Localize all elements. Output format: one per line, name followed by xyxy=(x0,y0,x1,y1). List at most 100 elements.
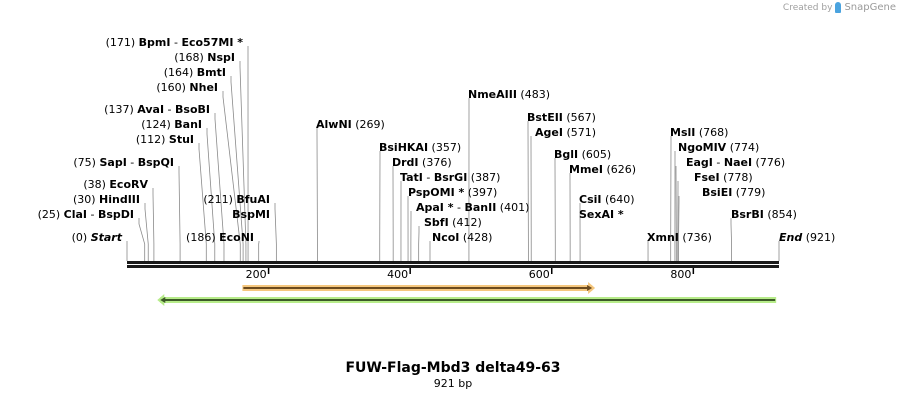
restriction-site[interactable]: EagI - NaeI (776) xyxy=(686,156,785,169)
site-label[interactable]: CsiI (640) xyxy=(579,193,635,206)
restriction-site[interactable]: AlwNI (269) xyxy=(316,118,385,131)
restriction-site[interactable]: (30) HindIII xyxy=(73,193,140,206)
features-layer[interactable] xyxy=(157,282,777,306)
site-label[interactable]: (137) AvaI - BsoBI xyxy=(104,103,210,116)
site-position: (605) xyxy=(578,148,611,161)
restriction-site[interactable]: End (921) xyxy=(779,231,835,244)
site-label[interactable]: SbfI (412) xyxy=(424,216,482,229)
site-label[interactable]: (160) NheI xyxy=(156,81,218,94)
site-label[interactable]: NmeAIII (483) xyxy=(468,88,550,101)
site-label[interactable]: End (921) xyxy=(779,231,835,244)
restriction-site[interactable]: (75) SapI - BspQI xyxy=(73,156,174,169)
enzyme-name: BmtI xyxy=(197,66,226,79)
restriction-site[interactable]: (38) EcoRV xyxy=(83,178,148,191)
restriction-site[interactable]: PspOMI * (397) xyxy=(408,186,497,199)
restriction-site[interactable]: BsiEI (779) xyxy=(702,186,765,199)
restriction-site[interactable]: (164) BmtI xyxy=(164,66,226,79)
site-label[interactable]: FseI (778) xyxy=(694,171,753,184)
map-title: FUW-Flag-Mbd3 delta49-63 xyxy=(345,360,561,376)
site-label[interactable]: (0) Start xyxy=(72,231,123,244)
restriction-site[interactable]: FseI (778) xyxy=(694,171,753,184)
restriction-site[interactable]: BglI (605) xyxy=(554,148,611,161)
site-label-second-line[interactable]: SexAI * xyxy=(579,208,624,221)
site-label[interactable]: (124) BanI xyxy=(141,118,202,131)
enzyme-name: DrdI xyxy=(392,156,419,169)
site-label[interactable]: NgoMIV (774) xyxy=(678,141,759,154)
site-label[interactable]: EagI - NaeI (776) xyxy=(686,156,785,169)
snapgene-branding: Created by SnapGene xyxy=(783,2,896,13)
restriction-site[interactable]: BstEII (567) xyxy=(527,111,596,124)
restriction-site[interactable]: XmnI (736) xyxy=(647,231,712,244)
green-feature[interactable] xyxy=(157,294,777,306)
restriction-site[interactable]: BsiHKAI (357) xyxy=(379,141,461,154)
site-label[interactable]: XmnI (736) xyxy=(647,231,712,244)
enzyme-name: SbfI xyxy=(424,216,449,229)
restriction-site[interactable]: (171) BpmI - Eco57MI * xyxy=(106,36,244,49)
site-connector xyxy=(152,188,155,261)
site-label[interactable]: MslI (768) xyxy=(670,126,728,139)
site-labels[interactable]: (171) BpmI - Eco57MI * (168) NspI (164) Bm… xyxy=(38,36,836,244)
site-label[interactable]: (25) ClaI - BspDI xyxy=(38,208,134,221)
site-position: (124) xyxy=(141,118,174,131)
site-label[interactable]: (186) EcoNI xyxy=(186,231,254,244)
site-label[interactable]: (171) BpmI - Eco57MI * xyxy=(106,36,244,49)
site-label[interactable]: (30) HindIII xyxy=(73,193,140,206)
restriction-site[interactable]: BsrBI (854) xyxy=(731,208,797,221)
site-label[interactable]: DrdI (376) xyxy=(392,156,452,169)
site-label[interactable]: (112) StuI xyxy=(136,133,194,146)
site-label[interactable]: TatI - BsrGI (387) xyxy=(400,171,500,184)
site-label[interactable]: BglI (605) xyxy=(554,148,611,161)
restriction-site[interactable]: NgoMIV (774) xyxy=(678,141,759,154)
restriction-site[interactable]: (25) ClaI - BspDI xyxy=(38,208,134,221)
site-label[interactable]: PspOMI * (397) xyxy=(408,186,497,199)
site-label-second-line[interactable]: BspMI xyxy=(232,208,270,221)
restriction-site[interactable]: (186) EcoNI xyxy=(186,231,254,244)
restriction-site[interactable]: DrdI (376) xyxy=(392,156,452,169)
restriction-site[interactable]: MmeI (626) xyxy=(569,163,636,176)
site-label[interactable]: NcoI (428) xyxy=(432,231,492,244)
enzyme-name: TatI xyxy=(400,171,423,184)
sequence-backbone[interactable] xyxy=(127,261,779,268)
restriction-site[interactable]: SbfI (412) xyxy=(424,216,482,229)
restriction-site[interactable]: (112) StuI xyxy=(136,133,194,146)
restriction-site[interactable]: NmeAIII (483) xyxy=(468,88,550,101)
restriction-site[interactable]: (137) AvaI - BsoBI xyxy=(104,103,210,116)
backbone-top-strand[interactable] xyxy=(127,261,779,264)
site-position: (401) xyxy=(496,201,529,214)
site-label[interactable]: ApaI * - BanII (401) xyxy=(416,201,529,214)
enzyme-name: NmeAIII xyxy=(468,88,517,101)
site-label[interactable]: BsrBI (854) xyxy=(731,208,797,221)
site-label[interactable]: AlwNI (269) xyxy=(316,118,385,131)
restriction-site[interactable]: TatI - BsrGI (387) xyxy=(400,171,500,184)
site-position: (768) xyxy=(695,126,728,139)
site-label[interactable]: BstEII (567) xyxy=(527,111,596,124)
restriction-site[interactable]: (0) Start xyxy=(72,231,123,244)
restriction-site[interactable]: CsiI (640) SexAI * xyxy=(579,193,635,221)
site-label[interactable]: (211) BfuAI xyxy=(203,193,270,206)
enzyme-name: BsrBI xyxy=(731,208,764,221)
site-label[interactable]: (38) EcoRV xyxy=(83,178,148,191)
restriction-site[interactable]: MslI (768) xyxy=(670,126,728,139)
site-label[interactable]: BsiHKAI (357) xyxy=(379,141,461,154)
restriction-site[interactable]: (168) NspI xyxy=(174,51,235,64)
restriction-site[interactable]: (124) BanI xyxy=(141,118,202,131)
site-label[interactable]: (164) BmtI xyxy=(164,66,226,79)
site-position: (736) xyxy=(679,231,712,244)
restriction-site[interactable]: (211) BfuAI BspMI xyxy=(203,193,270,221)
site-position: (626) xyxy=(603,163,636,176)
backbone-bottom-strand[interactable] xyxy=(127,265,779,268)
orange-feature[interactable] xyxy=(242,282,596,294)
site-position: (164) xyxy=(164,66,197,79)
site-label[interactable]: BsiEI (779) xyxy=(702,186,765,199)
restriction-site[interactable]: AgeI (571) xyxy=(535,126,596,139)
site-label[interactable]: AgeI (571) xyxy=(535,126,596,139)
enzyme-name-2: BsrGI xyxy=(434,171,467,184)
enzyme-name: AlwNI xyxy=(316,118,352,131)
restriction-site[interactable]: ApaI * - BanII (401) xyxy=(416,201,529,214)
restriction-site[interactable]: (160) NheI xyxy=(156,81,218,94)
site-label[interactable]: MmeI (626) xyxy=(569,163,636,176)
site-label[interactable]: (168) NspI xyxy=(174,51,235,64)
site-label[interactable]: (75) SapI - BspQI xyxy=(73,156,174,169)
restriction-site[interactable]: NcoI (428) xyxy=(432,231,492,244)
